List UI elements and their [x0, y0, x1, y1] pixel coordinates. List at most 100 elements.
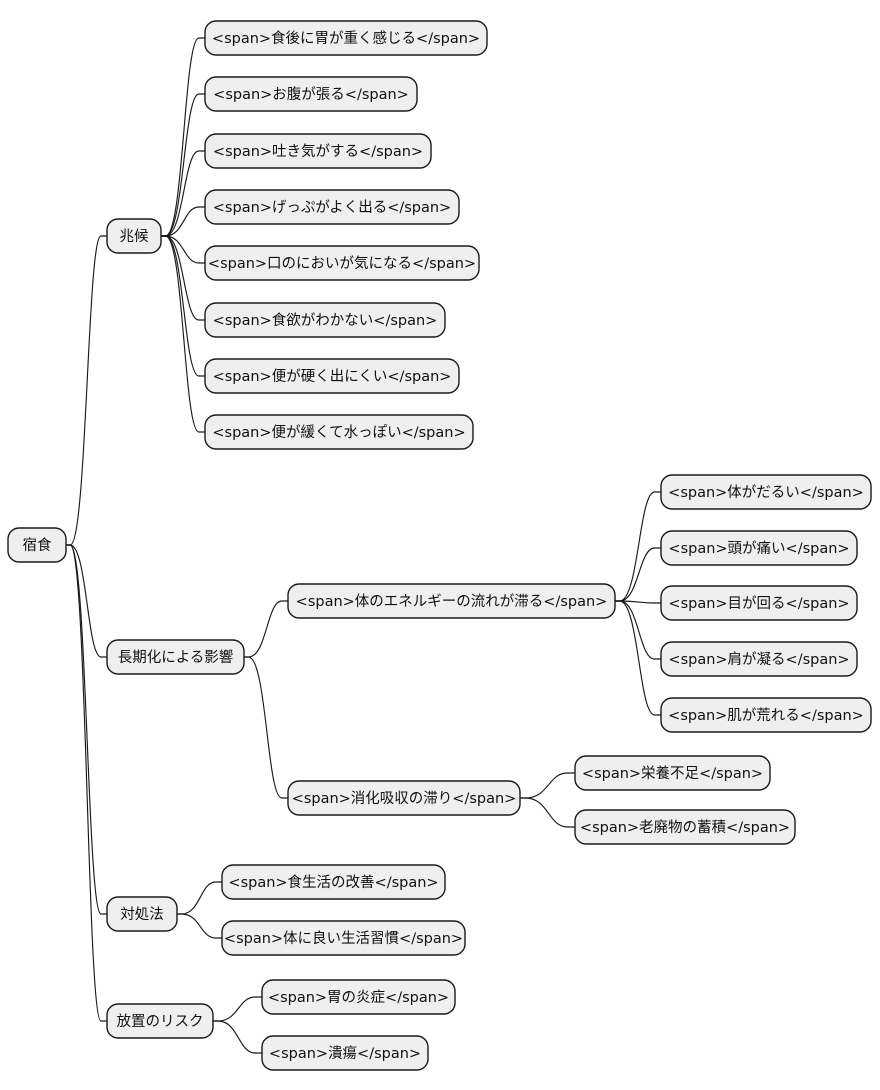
mindmap-node-兆候[interactable]: 兆候: [106, 218, 162, 254]
mindmap-node-体に良い生活習慣[interactable]: <span>体に良い生活習慣</span>: [221, 920, 466, 956]
node-label: 放置のリスク: [117, 1013, 204, 1030]
node-label: 対処法: [120, 906, 164, 923]
mindmap-node-体のエネルギーの流れが滞る[interactable]: <span>体のエネルギーの流れが滞る</span>: [287, 583, 616, 619]
mindmap-node-げっぷがよく出る[interactable]: <span>げっぷがよく出る</span>: [204, 189, 460, 225]
mindmap-edge: [160, 93, 206, 237]
node-shape: [106, 1003, 214, 1039]
node-shape: [221, 920, 466, 956]
mindmap-node-栄養不足[interactable]: <span>栄養不足</span>: [574, 755, 771, 791]
node-label: <span>頭が痛い</span>: [668, 540, 849, 557]
node-shape: [204, 133, 432, 169]
mindmap-node-老廃物の蓄積[interactable]: <span>老廃物の蓄積</span>: [574, 809, 796, 845]
mindmap-node-体がだるい[interactable]: <span>体がだるい</span>: [660, 474, 872, 510]
mindmap-node-消化吸収の滞り[interactable]: <span>消化吸収の滞り</span>: [287, 780, 521, 816]
node-label: <span>食生活の改善</span>: [228, 874, 438, 891]
node-shape: [106, 218, 162, 254]
node-shape: [660, 585, 858, 621]
node-shape: [660, 641, 858, 677]
node-label: <span>吐き気がする</span>: [213, 143, 423, 160]
node-shape: [7, 527, 67, 563]
node-label: <span>体がだるい</span>: [668, 484, 864, 501]
node-label: <span>口のにおいが気になる</span>: [208, 255, 476, 272]
mindmap-edge: [160, 206, 206, 237]
node-shape: [574, 809, 796, 845]
mindmap-edge: [176, 881, 223, 915]
node-shape: [660, 530, 858, 566]
mindmap-node-食生活の改善[interactable]: <span>食生活の改善</span>: [221, 864, 446, 900]
node-shape: [106, 639, 245, 675]
mindmap-edge: [243, 656, 289, 799]
mindmap-node-長期化による影響[interactable]: 長期化による影響: [106, 639, 245, 675]
mindmap-node-肩が凝る[interactable]: <span>肩が凝る</span>: [660, 641, 858, 677]
mindmap-node-目が回る[interactable]: <span>目が回る</span>: [660, 585, 858, 621]
node-label: <span>肌が荒れる</span>: [668, 707, 864, 724]
node-label: <span>お腹が張る</span>: [213, 86, 409, 103]
node-shape: [204, 302, 446, 338]
node-shape: [204, 358, 460, 394]
mindmap-edge: [176, 913, 223, 939]
node-label: <span>食後に胃が重く感じる</span>: [212, 30, 480, 47]
node-label: 長期化による影響: [118, 648, 234, 666]
mindmap-node-放置のリスク[interactable]: 放置のリスク: [106, 1003, 214, 1039]
mindmap-edge: [212, 996, 263, 1022]
node-label: 兆候: [120, 228, 149, 245]
node-shape: [204, 245, 480, 281]
mindmap-node-食後に胃が重く感じる[interactable]: <span>食後に胃が重く感じる</span>: [204, 20, 488, 56]
mindmap-edge: [243, 600, 289, 658]
mindmap-node-食欲がわかない[interactable]: <span>食欲がわかない</span>: [204, 302, 446, 338]
node-shape: [287, 583, 616, 619]
mindmap-edge: [614, 491, 662, 602]
node-shape: [287, 780, 521, 816]
node-shape: [574, 755, 771, 791]
mindmap-edge: [519, 797, 576, 828]
node-shape: [204, 189, 460, 225]
mindmap-edge: [614, 600, 662, 716]
node-label: <span>肩が凝る</span>: [668, 651, 849, 668]
node-label: <span>便が硬く出にくい</span>: [213, 368, 452, 385]
node-shape: [660, 697, 872, 733]
node-shape: [204, 414, 474, 450]
node-label: 宿食: [23, 537, 52, 554]
mindmap-node-頭が痛い[interactable]: <span>頭が痛い</span>: [660, 530, 858, 566]
mindmap-edge: [65, 544, 108, 915]
node-label: <span>食欲がわかない</span>: [213, 312, 438, 329]
edge-layer: [65, 37, 662, 1054]
mindmap-node-便が緩くて水っぽい[interactable]: <span>便が緩くて水っぽい</span>: [204, 414, 474, 450]
mindmap-node-便が硬く出にくい[interactable]: <span>便が硬く出にくい</span>: [204, 358, 460, 394]
node-label: <span>便が緩くて水っぽい</span>: [212, 424, 465, 441]
mindmap-node-口のにおいが気になる[interactable]: <span>口のにおいが気になる</span>: [204, 245, 480, 281]
node-shape: [261, 1035, 429, 1071]
node-shape: [106, 896, 178, 932]
node-label: <span>老廃物の蓄積</span>: [580, 818, 790, 836]
mindmap-node-肌が荒れる[interactable]: <span>肌が荒れる</span>: [660, 697, 872, 733]
node-label: <span>栄養不足</span>: [582, 764, 763, 782]
node-shape: [204, 20, 488, 56]
node-label: <span>げっぷがよく出る</span>: [213, 199, 451, 216]
mindmap-edge: [160, 235, 206, 433]
mindmap-node-宿食[interactable]: 宿食: [7, 527, 67, 563]
node-label: <span>体に良い生活習慣</span>: [224, 929, 463, 947]
mindmap-edge: [65, 544, 108, 658]
node-shape: [204, 76, 418, 112]
node-shape: [261, 979, 456, 1015]
mindmap-node-胃の炎症[interactable]: <span>胃の炎症</span>: [261, 979, 456, 1015]
node-layer: 宿食 兆候 <span>食後に胃が重く感じる</span> <span>お腹が張る</…: [7, 20, 872, 1071]
mindmap-edge: [614, 547, 662, 602]
node-label: <span>潰瘍</span>: [269, 1044, 421, 1062]
mindmap-edge: [65, 235, 108, 546]
mindmap-node-お腹が張る[interactable]: <span>お腹が張る</span>: [204, 76, 418, 112]
node-shape: [221, 864, 446, 900]
mindmap-node-対処法[interactable]: 対処法: [106, 896, 178, 932]
mindmap-edge: [160, 235, 206, 377]
node-shape: [660, 474, 872, 510]
mindmap-edge: [614, 600, 662, 660]
mindmap-edge: [212, 1020, 263, 1054]
mindmap-node-吐き気がする[interactable]: <span>吐き気がする</span>: [204, 133, 432, 169]
node-label: <span>胃の炎症</span>: [268, 989, 449, 1006]
node-label: <span>消化吸収の滞り</span>: [292, 790, 517, 807]
mindmap-edge: [519, 772, 576, 799]
mindmap-node-潰瘍[interactable]: <span>潰瘍</span>: [261, 1035, 429, 1071]
mindmap-edge: [65, 544, 108, 1022]
